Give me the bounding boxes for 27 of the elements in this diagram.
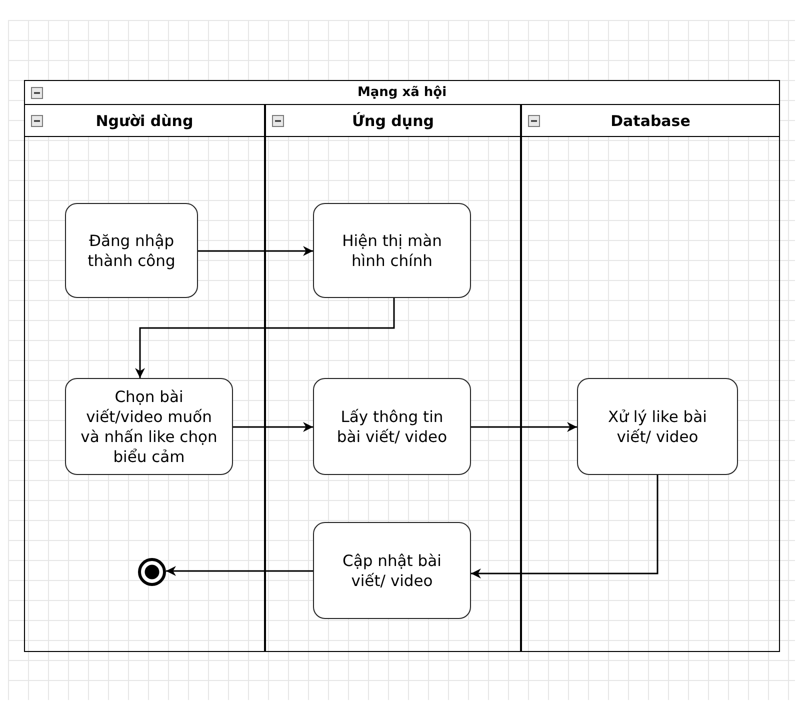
arrow (166, 566, 313, 576)
action-box (65, 203, 198, 298)
arrow (471, 475, 658, 578)
action-box (313, 522, 471, 619)
pool-title: Mạng xã hội (357, 85, 447, 100)
lane-title: Người dùng (96, 112, 194, 130)
lane-title: Ứng dụng (352, 112, 434, 130)
swimlane (521, 104, 780, 652)
swimlane-pool (24, 80, 780, 652)
arrow (198, 246, 313, 256)
lane-title: Database (610, 112, 690, 130)
action-label: Hiện thị màn hình chính (341, 230, 443, 270)
action-label: Xử lý like bài viết/ video (607, 406, 708, 446)
arrow (135, 298, 395, 378)
swimlane (265, 104, 521, 652)
action-box (65, 378, 233, 475)
action-box (313, 203, 471, 298)
final-node (138, 558, 166, 586)
action-label: Chọn bài viết/video muốn và nhấn like chọn biểu cảm (80, 386, 218, 466)
action-label: Cập nhật bài viết/ video (342, 550, 442, 590)
arrow (471, 422, 577, 432)
arrow (233, 422, 313, 432)
action-label: Lấy thông tin bài viết/ video (336, 406, 448, 446)
swimlane (24, 104, 265, 652)
action-box (313, 378, 471, 475)
action-box (577, 378, 738, 475)
action-label: Đăng nhập thành công (86, 230, 176, 270)
